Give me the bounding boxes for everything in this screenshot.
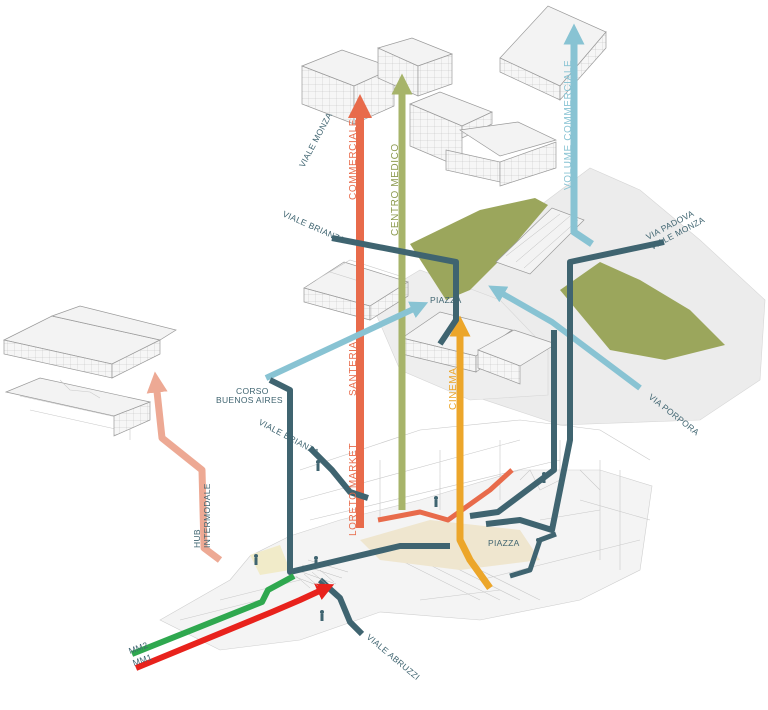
label-santeria: SANTERIA <box>348 341 359 396</box>
person-icon <box>542 472 546 483</box>
label-hub: HUB <box>192 529 202 548</box>
flow-volume-commerciale <box>563 23 594 247</box>
label-cinema: CINEMA <box>448 368 459 411</box>
person-icon <box>434 496 438 507</box>
flow-market-link <box>377 468 514 523</box>
building-centro-medico <box>376 37 557 187</box>
label-volume-commerciale: VOLUME COMMERCIALE <box>563 60 574 190</box>
person-icon <box>314 556 318 567</box>
person-icon <box>320 610 324 621</box>
label-piazza-upper: PIAZZA <box>430 295 462 305</box>
flow-via-porpora <box>488 285 642 391</box>
flows <box>130 23 665 671</box>
flow-right-loop <box>469 330 557 519</box>
flow-cinema <box>449 315 493 591</box>
label-viale-abruzzi: VIALE ABRUZZI <box>365 632 422 682</box>
label-loreto-market: LORETO MARKET <box>348 443 359 536</box>
flow-corso-link <box>268 377 450 575</box>
parks <box>410 198 725 360</box>
label-commerciale: COMMERCIALE <box>348 119 359 200</box>
hub-buildings <box>2 305 177 440</box>
flow-lower-right <box>509 531 557 579</box>
flow-corso-buenos-aires <box>264 301 429 381</box>
label-corso: CORSO <box>236 386 269 396</box>
building-volume-commerciale <box>499 5 607 101</box>
pedestrians <box>254 460 546 621</box>
label-buenos-aires: BUENOS AIRES <box>216 395 283 405</box>
park-lower <box>560 262 725 360</box>
flow-viale-brianza-top <box>331 235 459 346</box>
label-viale-brianza-top: VIALE BRIANZA <box>281 209 346 245</box>
person-icon <box>254 554 258 565</box>
label-viale-monza-top: VIALE MONZA <box>297 111 334 169</box>
label-piazza-lower: PIAZZA <box>488 538 520 548</box>
flow-hub-intermodale <box>146 371 223 563</box>
park-upper <box>410 198 548 300</box>
person-icon <box>316 460 320 471</box>
flow-via-padova <box>485 239 665 533</box>
flow-mm1 <box>134 583 335 671</box>
flow-viale-brianza-mid <box>307 445 369 501</box>
flow-mm2 <box>130 573 296 657</box>
person-icon <box>536 538 540 549</box>
label-intermodale: INTERMODALE <box>202 483 212 548</box>
label-centro-medico: CENTRO MEDICO <box>390 143 401 236</box>
